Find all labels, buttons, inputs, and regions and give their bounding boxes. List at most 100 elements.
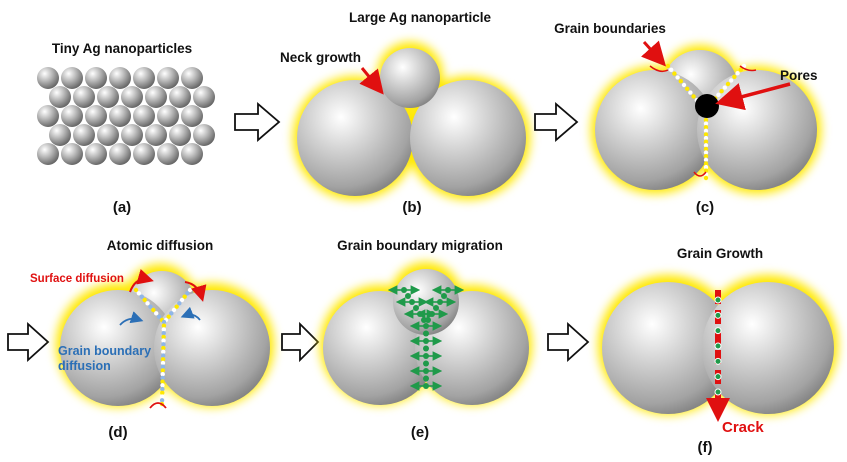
tiny-particle	[121, 124, 143, 146]
panel-a-title: Tiny Ag nanoparticles	[52, 41, 192, 56]
panel-c-label: (c)	[696, 199, 714, 216]
boundary-atom	[179, 297, 185, 303]
boundary-atom	[691, 94, 696, 99]
tiny-particle	[109, 67, 131, 89]
boundary-atom	[156, 314, 162, 319]
boundary-atom	[145, 301, 150, 306]
panel-d-label: (d)	[108, 424, 127, 441]
boundary-atom	[703, 132, 709, 137]
boundary-atom	[714, 373, 722, 381]
boundary-atom	[160, 357, 166, 362]
boundary-atom	[738, 67, 743, 72]
tiny-particle	[193, 86, 215, 108]
tiny-particle	[169, 124, 191, 146]
particle-right	[154, 290, 270, 406]
particle-top	[380, 48, 440, 108]
tiny-particle	[109, 143, 131, 165]
boundary-atom	[714, 311, 722, 319]
boundary-atom	[719, 89, 724, 94]
panel-a-label: (a)	[113, 199, 131, 216]
boundary-atom	[703, 139, 709, 144]
boundary-atom	[703, 121, 709, 126]
boundary-atom	[725, 81, 731, 87]
boundary-atom	[703, 150, 709, 155]
boundary-atom	[160, 386, 165, 392]
tiny-particle	[181, 67, 203, 89]
tiny-particle	[73, 86, 95, 108]
tiny-particle	[37, 67, 59, 89]
tiny-particle	[73, 124, 95, 146]
boundary-atom	[678, 79, 683, 84]
boundary-atom	[405, 293, 411, 299]
panel-f-title: Grain Growth	[677, 246, 763, 261]
tiny-particle	[61, 143, 83, 165]
boundary-atom	[161, 338, 166, 343]
boundary-atom	[161, 334, 166, 340]
curvature-mark-icon	[693, 171, 707, 177]
tiny-particle	[133, 143, 155, 165]
panel-e-title: Grain boundary migration	[337, 238, 503, 253]
boundary-atom	[703, 175, 709, 181]
boundary-atom	[703, 161, 709, 166]
tiny-particle	[85, 143, 107, 165]
boundary-atom	[169, 311, 174, 316]
boundary-atom	[714, 296, 722, 304]
boundary-atom	[703, 125, 709, 130]
tiny-particle	[169, 86, 191, 108]
boundary-atom	[174, 304, 179, 309]
boundary-atom	[160, 368, 166, 373]
boundary-atom	[441, 293, 447, 299]
boundary-atom	[142, 297, 147, 303]
boundary-atom	[161, 349, 166, 355]
gb-diffusion-label-line1: Grain boundary	[58, 344, 151, 358]
boundary-atom	[161, 330, 166, 336]
boundary-atom	[714, 327, 722, 335]
process-arrow-icon	[281, 321, 320, 363]
tiny-particle	[181, 143, 203, 165]
boundary-atom	[685, 86, 690, 92]
panel-b-label: (b)	[402, 199, 421, 216]
boundary-atom	[136, 291, 142, 296]
pores-arrow-icon	[715, 82, 791, 111]
particle-right	[697, 70, 817, 190]
panel-d-title: Atomic diffusion	[107, 238, 214, 253]
boundary-atom	[159, 398, 165, 403]
tiny-particle	[157, 143, 179, 165]
boundary-atom	[729, 78, 734, 83]
surface-diffusion-arrow-icon	[184, 281, 207, 302]
panel-b-title: Large Ag nanoparticle	[349, 10, 492, 25]
boundary-atom	[703, 128, 709, 134]
boundary-atom	[161, 323, 167, 328]
tiny-nanoparticle-array	[37, 67, 215, 165]
boundary-atom	[413, 305, 419, 311]
boundary-atom	[177, 301, 182, 306]
process-arrow-icon	[534, 102, 579, 142]
boundary-atom	[703, 143, 709, 148]
tiny-particle	[145, 86, 167, 108]
neck-growth-arrow-icon	[359, 67, 384, 95]
tiny-particle	[37, 105, 59, 127]
boundary-atom	[160, 364, 166, 369]
particle-right	[410, 80, 526, 196]
particle-left	[297, 80, 413, 196]
grain-right	[702, 282, 834, 414]
boundary-atom	[714, 342, 722, 350]
boundary-atom	[160, 371, 165, 377]
tiny-particle	[97, 86, 119, 108]
curvature-mark-icon	[739, 65, 757, 72]
boundary-atom	[161, 342, 166, 347]
boundary-atom	[716, 92, 721, 98]
boundary-atom	[703, 146, 709, 152]
pores-label: Pores	[780, 68, 818, 83]
boundary-atom	[703, 168, 709, 173]
pore	[695, 94, 719, 118]
process-arrow-icon	[234, 102, 281, 142]
tiny-particle	[145, 124, 167, 146]
crack-label: Crack	[722, 419, 764, 436]
boundary-atom	[160, 379, 165, 384]
boundary-atom	[166, 314, 171, 319]
boundary-atom	[161, 327, 167, 332]
migrating-grain-boundary	[387, 285, 465, 391]
boundary-atom	[735, 71, 740, 76]
